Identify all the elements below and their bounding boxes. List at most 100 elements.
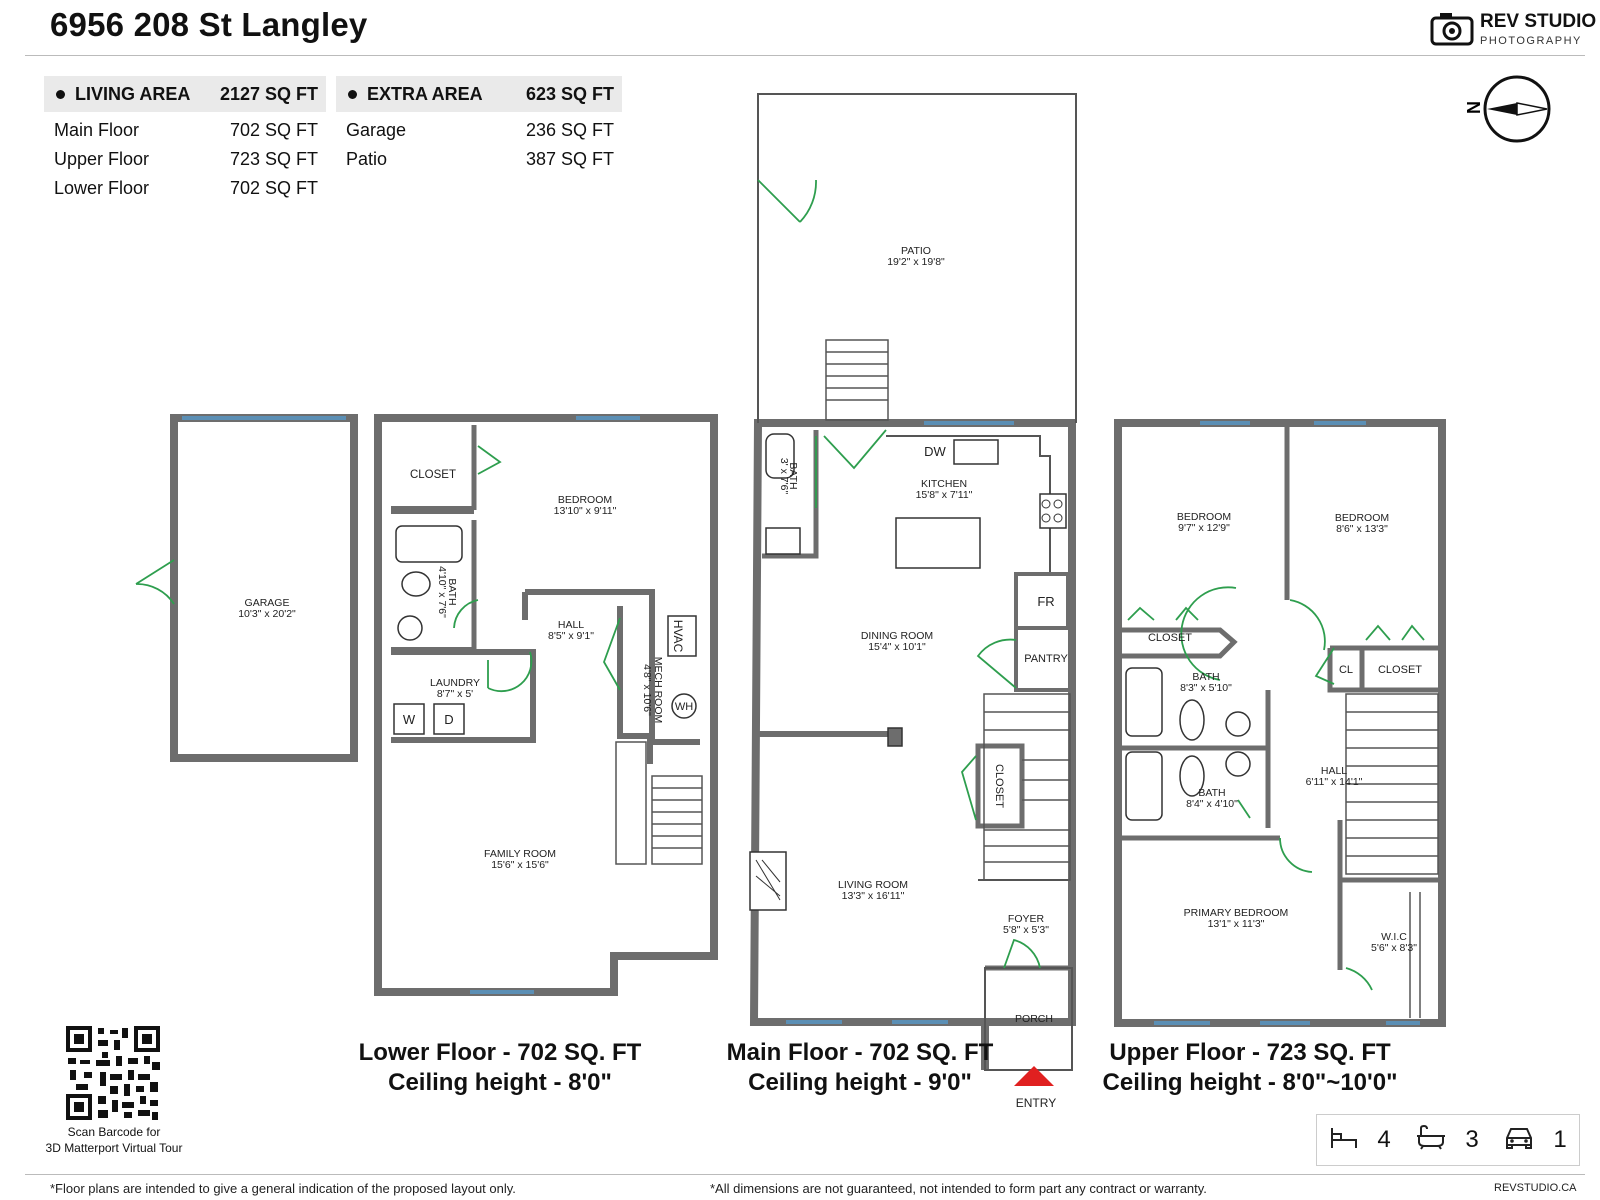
qr-caption: Scan Barcode for 3D Matterport Virtual T…	[45, 1125, 183, 1155]
primary-bedroom-dimensions: 13'1" x 11'3"	[1208, 918, 1265, 930]
footer-website-link[interactable]: REVSTUDIO.CA	[1494, 1182, 1577, 1194]
wh-label: WH	[675, 701, 693, 713]
dw-label: DW	[924, 444, 946, 459]
entry-arrow-icon	[1014, 1066, 1054, 1086]
upper-floor-caption: Upper Floor - 723 SQ. FT Ceiling height …	[1100, 1038, 1400, 1098]
lower-bath-label: BATH	[446, 578, 458, 605]
hvac-label: HVAC	[671, 620, 685, 653]
entry-label: ENTRY	[1016, 1096, 1056, 1110]
wic-dimensions: 5'6" x 8'3"	[1371, 942, 1417, 954]
upper-bath1-label: BATH	[1192, 671, 1219, 683]
bullet-icon	[56, 89, 65, 99]
baths-count: 3	[1465, 1126, 1479, 1153]
lower-floor-caption: Lower Floor - 702 SQ. FT Ceiling height …	[340, 1038, 660, 1098]
page-title: 6956 208 St Langley	[50, 6, 368, 43]
brand-name: REV STUDIO	[1480, 11, 1597, 32]
upper-closet2-label: CLOSET	[1378, 664, 1422, 676]
main-bath-label: BATH	[787, 462, 799, 489]
main-closet-label: CLOSET	[993, 764, 1005, 808]
lower-bedroom-dimensions: 13'10" x 9'11"	[554, 505, 617, 517]
upper-bedroom2-label: BEDROOM	[1335, 512, 1389, 524]
beds-stat: 4	[1329, 1124, 1391, 1157]
qr-code-icon[interactable]	[66, 1026, 160, 1120]
kitchen-label: KITCHEN	[921, 478, 967, 490]
upper-hall-dimensions: 6'11" x 14'1"	[1306, 776, 1363, 788]
upper-closet1-label: CLOSET	[1148, 632, 1192, 644]
garage-label: GARAGE	[245, 597, 290, 609]
compass-label: N	[1464, 101, 1484, 114]
upper-bedroom1-label: BEDROOM	[1177, 511, 1231, 523]
lower-floor-walls	[374, 414, 718, 996]
garage-count: 1	[1553, 1126, 1567, 1153]
foyer-label: FOYER	[1008, 913, 1045, 925]
upper-bath2-dimensions: 8'4" x 4'10"	[1186, 798, 1238, 810]
footer-disclaimer-layout: *Floor plans are intended to give a gene…	[50, 1181, 516, 1196]
pantry-label: PANTRY	[1024, 653, 1068, 665]
bathtub-icon	[1415, 1124, 1447, 1157]
caption-line: Upper Floor - 723 SQ. FT	[1109, 1039, 1391, 1066]
dryer-label: D	[444, 712, 453, 727]
family-room-label: FAMILY ROOM	[484, 848, 556, 860]
fr-label: FR	[1037, 594, 1054, 609]
lower-hall-label: HALL	[558, 619, 584, 631]
brand-sub: PHOTOGRAPHY	[1480, 35, 1582, 47]
upper-bath1-dimensions: 8'3" x 5'10"	[1180, 682, 1232, 694]
dining-room-dimensions: 15'4" x 10'1"	[868, 641, 926, 653]
compass-icon: N	[1462, 74, 1552, 144]
upper-bedroom1-dimensions: 9'7" x 12'9"	[1178, 522, 1230, 534]
kitchen-dimensions: 15'8" x 7'11"	[916, 489, 973, 501]
wic-label: W.I.C	[1381, 931, 1407, 943]
car-icon	[1503, 1124, 1535, 1157]
baths-stat: 3	[1415, 1124, 1479, 1157]
caption-line: Ceiling height - 8'0"~10'0"	[1102, 1069, 1398, 1096]
patio-dimensions: 19'2" x 19'8"	[887, 256, 945, 268]
caption-line: Main Floor - 702 SQ. FT	[726, 1039, 994, 1066]
mech-room-dimensions: 4'8" x 10'6"	[641, 664, 653, 716]
header-divider	[25, 55, 1585, 56]
property-stats: 4 3 1	[1316, 1114, 1580, 1166]
lower-closet-label: CLOSET	[410, 469, 456, 481]
caption-line: Lower Floor - 702 SQ. FT	[358, 1039, 642, 1066]
upper-cl-label: CL	[1339, 664, 1353, 676]
washer-label: W	[403, 712, 416, 727]
garage-stat: 1	[1503, 1124, 1567, 1157]
lower-bedroom-label: BEDROOM	[558, 494, 612, 506]
living-area-label: LIVING AREA	[75, 83, 191, 104]
garage-walls	[170, 414, 358, 762]
extra-area-total: 623 SQ FT	[525, 83, 614, 104]
caption-line: Ceiling height - 9'0"	[748, 1069, 972, 1096]
laundry-dimensions: 8'7" x 5'	[437, 688, 473, 700]
garage-dimensions: 10'3" x 20'2"	[238, 608, 296, 620]
footer-disclaimer-dimensions: *All dimensions are not guaranteed, not …	[710, 1181, 1207, 1196]
living-room-dimensions: 13'3" x 16'11"	[842, 890, 905, 902]
lower-bath-dimensions: 4'10" x 7'6"	[436, 566, 448, 618]
lower-hall-dimensions: 8'5" x 9'1"	[548, 630, 594, 642]
main-floor-caption: Main Floor - 702 SQ. FT Ceiling height -…	[700, 1038, 1020, 1098]
extra-area-label: EXTRA AREA	[367, 83, 483, 104]
primary-bedroom-label: PRIMARY BEDROOM	[1184, 907, 1289, 919]
living-area-total: 2127 SQ FT	[219, 83, 318, 104]
living-area-header: LIVING AREA 2127 SQ FT	[44, 76, 326, 112]
living-room-label: LIVING ROOM	[838, 879, 908, 891]
porch-label: PORCH	[1015, 1013, 1053, 1025]
mech-room-label: MECH ROOM	[652, 657, 664, 724]
extra-area-header: EXTRA AREA 623 SQ FT	[336, 76, 622, 112]
footer-divider	[25, 1174, 1585, 1175]
laundry-label: LAUNDRY	[430, 677, 480, 689]
dining-room-label: DINING ROOM	[861, 630, 933, 642]
bullet-icon	[348, 89, 357, 99]
bed-icon	[1329, 1124, 1359, 1157]
upper-bedroom2-dimensions: 8'6" x 13'3"	[1336, 523, 1388, 535]
foyer-dimensions: 5'8" x 5'3"	[1003, 924, 1049, 936]
main-bath-dimensions: 3' x 7'6"	[778, 458, 790, 495]
upper-bath2-label: BATH	[1198, 787, 1225, 799]
beds-count: 4	[1377, 1126, 1391, 1153]
